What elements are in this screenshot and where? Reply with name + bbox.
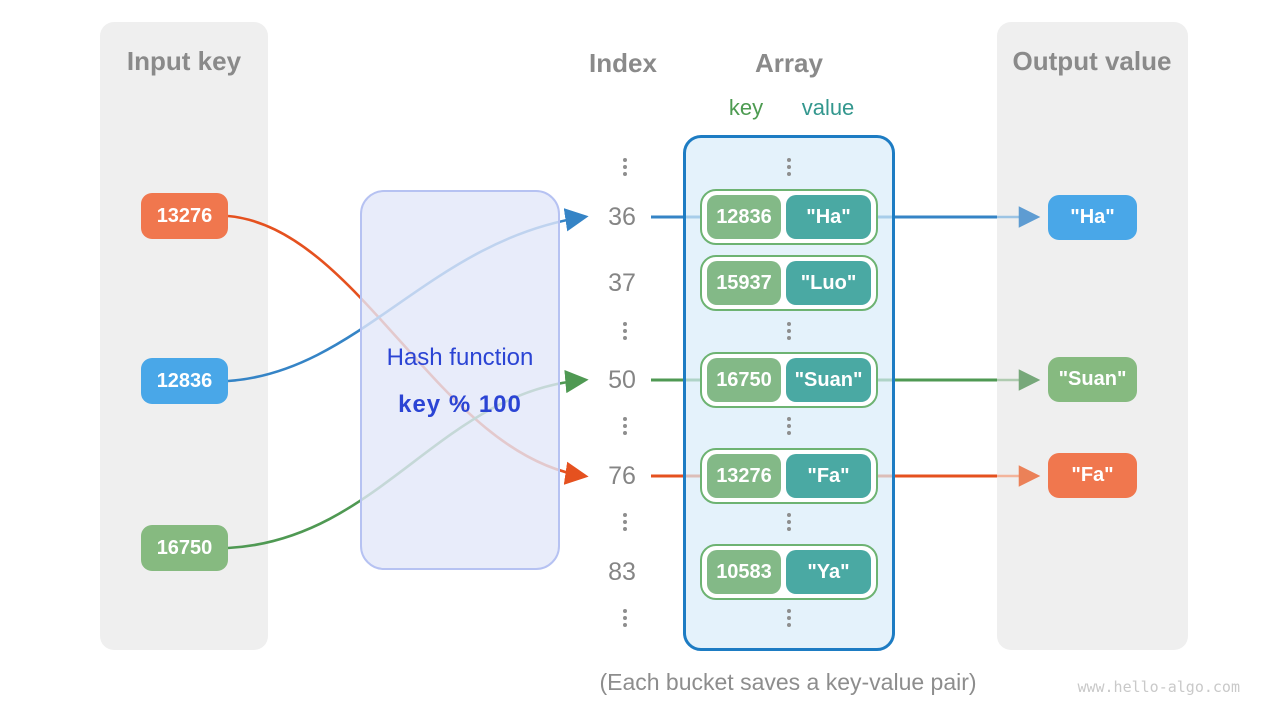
input-key-title: Input key	[126, 46, 242, 76]
bucket-value: "Ya"	[786, 550, 871, 594]
bucket-key: 16750	[707, 358, 781, 402]
site-watermark: www.hello-algo.com	[1077, 678, 1240, 696]
output-value-title: Output value	[1012, 46, 1172, 76]
ellipsis-icon	[787, 417, 791, 435]
index-83: 83	[608, 558, 636, 586]
index-column-title: Index	[589, 48, 657, 78]
bucket-key: 12836	[707, 195, 781, 239]
ellipsis-icon	[623, 417, 627, 435]
ellipsis-icon	[787, 322, 791, 340]
output-value-panel	[997, 22, 1188, 650]
index-37: 37	[608, 269, 636, 297]
input-key-13276: 13276	[141, 193, 228, 239]
bucket-row-76: 13276 "Fa"	[700, 448, 878, 504]
key-column-label: key	[728, 95, 764, 120]
input-key-12836: 12836	[141, 358, 228, 404]
input-key-16750: 16750	[141, 525, 228, 571]
ellipsis-icon	[623, 513, 627, 531]
bucket-value: "Suan"	[786, 358, 871, 402]
bucket-value: "Fa"	[786, 454, 871, 498]
hash-function-box	[360, 190, 560, 570]
output-value-ha: "Ha"	[1048, 195, 1137, 240]
output-value-fa: "Fa"	[1048, 453, 1137, 498]
ellipsis-icon	[787, 513, 791, 531]
ellipsis-icon	[623, 322, 627, 340]
bucket-row-83: 10583 "Ya"	[700, 544, 878, 600]
ellipsis-icon	[623, 609, 627, 627]
hash-function-formula: key % 100	[398, 391, 522, 418]
hash-function-label: Hash function	[386, 344, 534, 371]
ellipsis-icon	[623, 158, 627, 176]
diagram-caption: (Each bucket saves a key-value pair)	[599, 669, 977, 695]
index-50: 50	[608, 366, 636, 394]
bucket-value: "Luo"	[786, 261, 871, 305]
index-76: 76	[608, 462, 636, 490]
ellipsis-icon	[787, 609, 791, 627]
ellipsis-icon	[787, 158, 791, 176]
bucket-row-36: 12836 "Ha"	[700, 189, 878, 245]
bucket-value: "Ha"	[786, 195, 871, 239]
value-column-label: value	[801, 95, 855, 120]
bucket-key: 10583	[707, 550, 781, 594]
array-column-title: Array	[755, 48, 823, 78]
bucket-row-37: 15937 "Luo"	[700, 255, 878, 311]
output-value-suan: "Suan"	[1048, 357, 1137, 402]
bucket-row-50: 16750 "Suan"	[700, 352, 878, 408]
bucket-key: 13276	[707, 454, 781, 498]
index-36: 36	[608, 203, 636, 231]
bucket-key: 15937	[707, 261, 781, 305]
